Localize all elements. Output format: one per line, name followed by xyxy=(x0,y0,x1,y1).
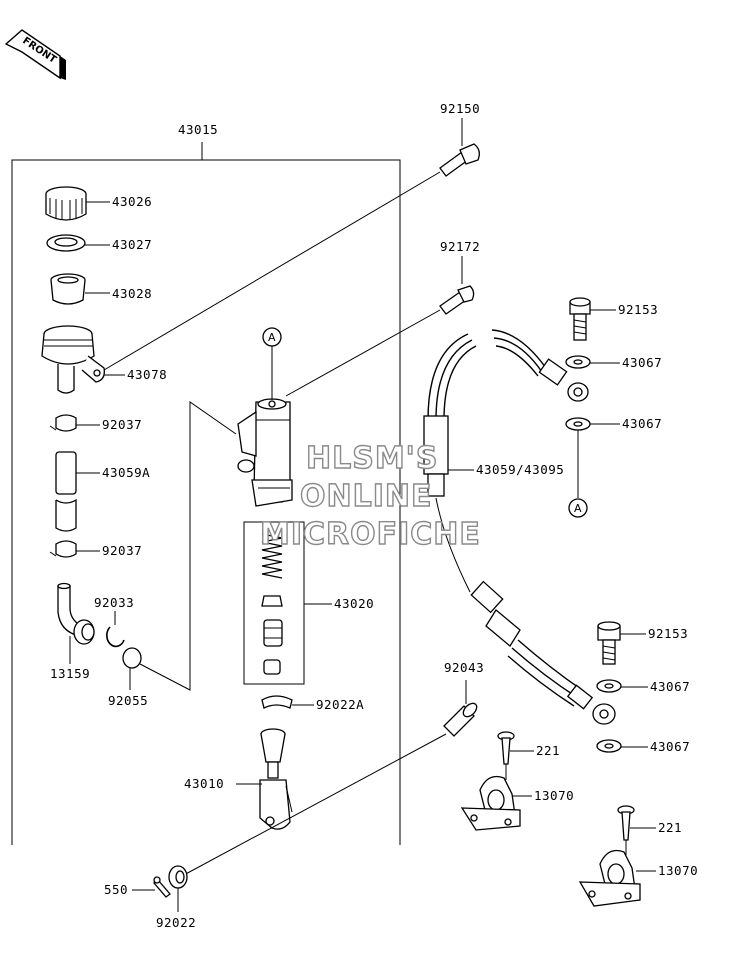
label-43010: 43010 xyxy=(184,776,224,791)
label-92037-upper: 92037 xyxy=(102,417,142,432)
watermark-line2: ONLINE xyxy=(300,479,433,514)
reservoir-hose-43059A xyxy=(55,451,77,532)
label-43027: 43027 xyxy=(112,237,152,252)
label-92172: 92172 xyxy=(440,239,480,254)
label-92037-lower: 92037 xyxy=(102,543,142,558)
reference-a-bubble-upper: A xyxy=(262,327,282,400)
brake-hose-lower xyxy=(435,497,616,725)
washer-43067-a xyxy=(565,355,591,369)
push-rod-clevis-43010 xyxy=(259,728,293,830)
reservoir-cap-43026 xyxy=(45,186,87,221)
washer-43067-d xyxy=(596,739,622,753)
watermark-line1: HLSM'S xyxy=(306,441,438,476)
reference-a-bubble-lower: A xyxy=(568,430,588,518)
label-43078: 43078 xyxy=(127,367,167,382)
hose-holder-13070-upper xyxy=(460,775,521,831)
diaphragm-plate-43027 xyxy=(46,234,86,252)
hose-holder-13070-lower xyxy=(578,849,641,907)
label-550: 550 xyxy=(104,882,128,897)
label-43067-a: 43067 xyxy=(622,355,662,370)
label-43015: 43015 xyxy=(178,122,218,137)
watermark-line3: MICROFICHE xyxy=(260,517,481,552)
circlip-92033 xyxy=(106,626,125,648)
label-92033: 92033 xyxy=(94,595,134,610)
label-43028: 43028 xyxy=(112,286,152,301)
label-221-lower: 221 xyxy=(658,820,682,835)
label-43067-b: 43067 xyxy=(622,416,662,431)
washer-43067-b xyxy=(565,417,591,431)
label-13159: 13159 xyxy=(50,666,90,681)
washer-92022 xyxy=(168,865,188,889)
clevis-pin-92043 xyxy=(443,702,478,737)
o-ring-92055 xyxy=(122,647,142,669)
label-92022: 92022 xyxy=(156,915,196,930)
banjo-bolt-92153-upper xyxy=(569,297,591,341)
label-43026: 43026 xyxy=(112,194,152,209)
screw-221-lower xyxy=(617,805,635,841)
label-92055: 92055 xyxy=(108,693,148,708)
label-43059-43095: 43059/43095 xyxy=(476,462,564,477)
bolt-92172 xyxy=(439,285,475,315)
banjo-bolt-92153-lower xyxy=(597,621,621,665)
label-221-upper: 221 xyxy=(536,743,560,758)
label-13070-lower: 13070 xyxy=(658,863,698,878)
circlip-92022A xyxy=(261,695,293,709)
hose-clip-92037-lower xyxy=(49,540,77,558)
label-43067-d: 43067 xyxy=(650,739,690,754)
label-92153-upper: 92153 xyxy=(618,302,658,317)
assembly-43015-frame: 43015 xyxy=(11,122,401,845)
ref-a-lower: A xyxy=(574,502,582,515)
bolt-92150 xyxy=(439,143,480,177)
diaphragm-43028 xyxy=(50,273,86,305)
label-43020: 43020 xyxy=(334,596,374,611)
watermark: HLSM'S ONLINE MICROFICHE xyxy=(259,440,481,552)
label-92022A: 92022A xyxy=(316,697,364,712)
label-13070-upper: 13070 xyxy=(534,788,574,803)
brake-hose-upper xyxy=(423,329,589,497)
reservoir-43078 xyxy=(41,325,105,394)
label-92153-lower: 92153 xyxy=(648,626,688,641)
washer-43067-c xyxy=(596,679,622,693)
cotter-pin-550 xyxy=(153,876,171,898)
label-43067-c: 43067 xyxy=(650,679,690,694)
label-43059A: 43059A xyxy=(102,465,150,480)
ref-a-upper: A xyxy=(268,331,276,344)
front-direction-badge: FRONT xyxy=(4,29,66,80)
piston-kit-43020 xyxy=(243,521,305,685)
screw-221-upper xyxy=(497,731,515,765)
master-cylinder-body xyxy=(237,398,293,507)
label-92150: 92150 xyxy=(440,101,480,116)
hose-clip-92037-upper xyxy=(49,414,77,432)
elbow-fitting-13159 xyxy=(57,582,95,645)
label-92043: 92043 xyxy=(444,660,484,675)
